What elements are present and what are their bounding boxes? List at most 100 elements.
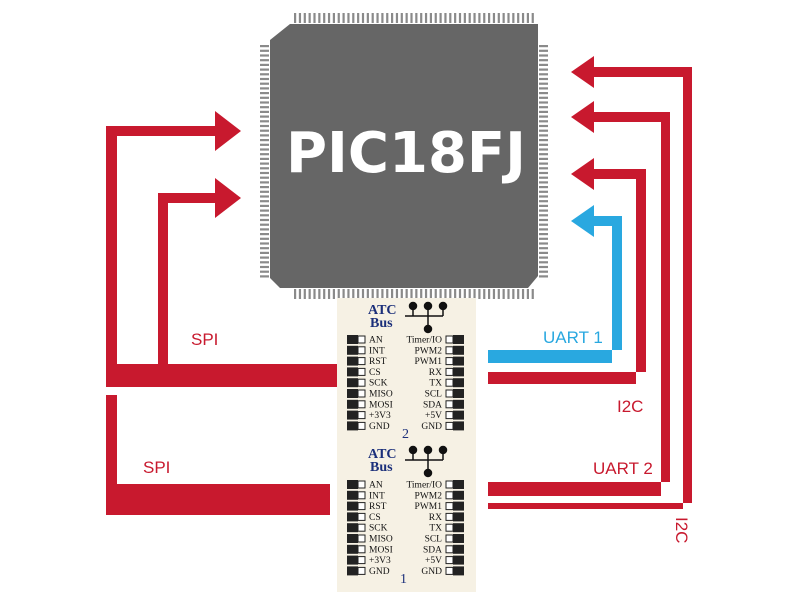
chip-pin [539, 261, 548, 264]
atc-module-2-left-pin: +3V3 [347, 410, 391, 421]
pin-label: SCL [425, 535, 443, 545]
atc-module-1-left-pin: GND [347, 566, 390, 577]
atc-module-1-right-pin: PWM1 [415, 501, 464, 512]
chip-pin [371, 289, 374, 299]
atc-module-2-right-pin: +5V [425, 410, 464, 421]
chip-pin [405, 13, 408, 23]
pin-header [347, 523, 358, 533]
chip-pin [539, 124, 548, 128]
chip-pin [260, 186, 269, 189]
chip-pin [260, 200, 269, 203]
atc-module-2-right-pin: RX [429, 367, 464, 378]
chip-pin [313, 289, 316, 299]
pin-header [347, 389, 358, 398]
chip-pin [405, 289, 408, 299]
pin-header [453, 512, 464, 522]
chip-pin [260, 148, 269, 151]
atc-module-1-left-pin: CS [347, 512, 381, 523]
chip-pin [376, 13, 379, 23]
chip-pin [260, 73, 269, 76]
chip-pin [260, 143, 269, 146]
chip-pin [434, 289, 437, 299]
atc-module-1-left-pin: INT [347, 490, 385, 501]
chip-pin [294, 13, 297, 23]
atc-module-2-bus-icon [405, 301, 448, 334]
chip-pin [539, 63, 548, 66]
pin-pad [445, 534, 454, 543]
pin-pad [445, 512, 454, 521]
chip-pin [260, 49, 269, 52]
chip-pin [415, 13, 418, 23]
chip-pin [260, 247, 269, 250]
chip-pin [507, 13, 510, 23]
pin-pad [445, 389, 454, 398]
chip-pin [260, 157, 269, 160]
pin-pad [445, 411, 454, 420]
pin-header [347, 345, 358, 355]
chip-pin [449, 13, 452, 23]
chip-pin [539, 209, 548, 212]
atc-module-1-left-pin: RST [347, 501, 387, 512]
chip-pin [260, 92, 269, 95]
chip-pin [468, 13, 471, 23]
pin-label: +3V3 [369, 556, 391, 566]
chip-pin [260, 218, 269, 222]
pin-header [453, 345, 464, 355]
chip-pin [337, 13, 340, 23]
chip-pin [260, 223, 269, 226]
pin-header [453, 490, 464, 500]
chip-pin [308, 289, 311, 299]
chip-pin [298, 13, 302, 23]
chip-pin [260, 270, 269, 273]
pin-header [453, 410, 464, 420]
atc-module-2-left-pin: MISO [347, 389, 393, 400]
pin-pad [445, 566, 454, 575]
atc-module-2-title-line2: Bus [370, 316, 393, 331]
chip-pin [454, 13, 457, 23]
pin-pad [445, 357, 454, 366]
pin-header [347, 399, 358, 409]
pin-pad [357, 502, 366, 511]
chip-pin [352, 13, 355, 23]
chip-pins [260, 13, 548, 299]
chip-pin [539, 139, 548, 142]
chip-pin [342, 13, 345, 23]
chip-pin [337, 289, 340, 299]
chip-pin [294, 289, 297, 299]
chip-pin [539, 242, 548, 245]
pin-pad [357, 421, 366, 430]
chip-pin [539, 228, 548, 231]
chip-pin [308, 13, 311, 23]
chip-pin [539, 200, 548, 203]
chip-pin [323, 289, 326, 299]
pin-header [453, 501, 464, 511]
pin-pad [357, 335, 366, 344]
pin-header [347, 378, 358, 388]
pin-header [453, 523, 464, 533]
chip-pin [539, 92, 548, 95]
pin-pad [357, 389, 366, 398]
chip-pin [539, 148, 548, 151]
chip-pin [444, 289, 447, 299]
pin-header [453, 480, 464, 489]
pin-label: CS [369, 368, 381, 378]
chip-pin [260, 228, 269, 231]
chip-pin [260, 120, 269, 123]
atc-module-2-left-pin: AN [347, 335, 383, 346]
atc-module-1-right-pin: SDA [423, 544, 464, 555]
chip-pin [260, 195, 269, 198]
chip-pin [539, 59, 548, 62]
chip-pin [502, 13, 505, 23]
chip-pin [391, 13, 394, 23]
pin-pad [445, 545, 454, 554]
pin-label: AN [369, 336, 383, 346]
pin-label: MISO [369, 535, 393, 545]
pin-header [453, 534, 464, 543]
chip-pin [260, 124, 269, 128]
atc-module-2-left-pin: RST [347, 356, 387, 367]
pin-label: PWM1 [415, 357, 443, 367]
